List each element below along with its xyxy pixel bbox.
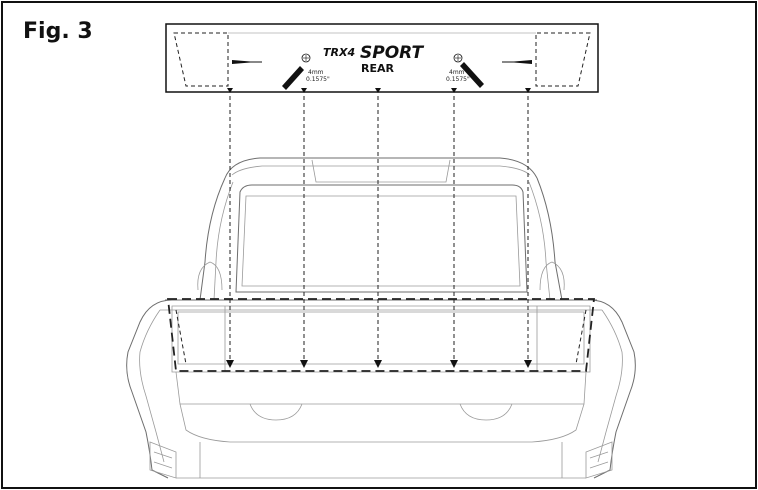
right-fender — [589, 299, 636, 479]
decal-right-cutline — [535, 32, 591, 87]
decal-outline — [165, 23, 599, 93]
truck-roof — [224, 157, 538, 179]
roof-spoiler — [311, 159, 451, 183]
right-hole-icon — [453, 53, 463, 63]
rear-window — [235, 184, 528, 293]
decal-left-cutline — [173, 32, 229, 87]
decal-marker — [375, 88, 381, 93]
decal-marker — [301, 88, 307, 93]
decal-target-outline — [166, 298, 596, 372]
left-roll-hoop — [197, 261, 223, 291]
right-hole-size-mm: 4mm — [449, 69, 465, 76]
left-drill-icon — [282, 66, 304, 90]
decal-marker — [525, 88, 531, 93]
right-roll-hoop — [539, 261, 565, 291]
right-drill-icon — [460, 62, 484, 88]
left-pillar — [199, 177, 226, 301]
figure-label: Fig. 3 — [23, 19, 93, 44]
left-hole-icon — [301, 53, 311, 63]
right-pillar — [536, 177, 563, 301]
right-hole-marker: 4mm 0.1575" — [446, 53, 484, 88]
left-fender — [126, 299, 173, 479]
decal-marker — [451, 88, 457, 93]
rear-decal: 4mm 0.1575" TRX4 SPORT REAR 4mm 0.1575" — [165, 23, 599, 93]
tailgate — [171, 305, 591, 373]
left-hole-size-mm: 4mm — [308, 69, 324, 76]
decal-position-label: REAR — [361, 62, 394, 75]
right-hole-size-in: 0.1575" — [446, 76, 470, 83]
rear-bumper — [175, 371, 587, 405]
truck-body — [126, 157, 636, 479]
brand-prefix: TRX4 — [323, 46, 355, 59]
left-hole-size-in: 0.1575" — [306, 76, 330, 83]
placement-guides — [226, 96, 532, 368]
brand-name: SPORT — [360, 43, 424, 63]
decal-marker — [227, 88, 233, 93]
left-hole-marker: 4mm 0.1575" — [282, 53, 330, 90]
